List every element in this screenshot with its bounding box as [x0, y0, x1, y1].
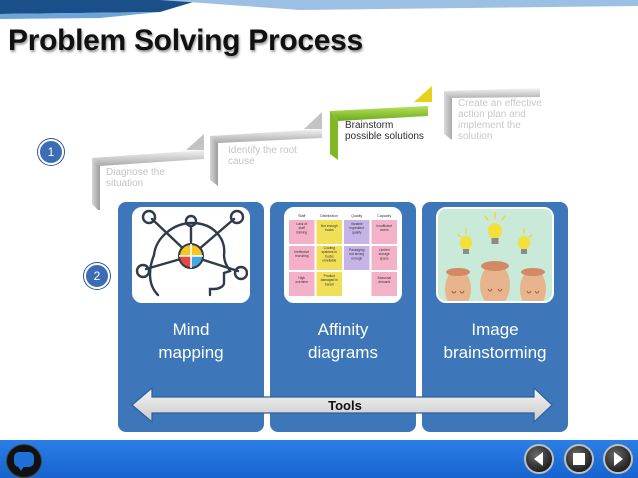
step-2-label: Identify the root cause: [228, 145, 297, 167]
affinity-note-text: Cooling: [324, 246, 335, 250]
affinity-note-text: training: [296, 230, 307, 234]
affinity-note-text: Limited: [379, 248, 390, 252]
arrow-left-icon[interactable]: [524, 444, 554, 474]
affinity-note-text: High: [298, 276, 305, 280]
affinity-note-text: demand: [378, 280, 390, 284]
tool-card-mind-mapping: Mind mapping: [118, 202, 264, 432]
card-label-mind-mapping: Mind mapping: [158, 320, 224, 362]
affinity-note-text: unreliable: [322, 259, 336, 263]
top-decorative-band: [0, 0, 638, 22]
affinity-note-text: staff: [299, 226, 305, 230]
affinity-note-text: transit: [325, 282, 334, 286]
affinity-note-text: systems in: [321, 250, 337, 254]
affinity-note: [289, 272, 315, 296]
affinity-note-text: Not enough: [321, 224, 338, 228]
affinity-note: [289, 220, 315, 244]
chat-bubble-icon[interactable]: [6, 444, 42, 478]
affinity-note-text: damaged in: [321, 278, 338, 282]
affinity-note-text: quality: [352, 230, 362, 234]
affinity-note-text: enough: [351, 256, 362, 260]
affinity-note-text: ovens: [380, 228, 389, 232]
affinity-note-text: trucks: [325, 228, 334, 232]
steps-staircase: [92, 86, 540, 210]
card-label-image-brainstorming: Image brainstorming: [443, 320, 547, 362]
affinity-header: Quality: [351, 214, 362, 218]
affinity-note: [371, 220, 397, 244]
affinity-note-text: not strong: [349, 252, 364, 256]
affinity-note-text: recruiting: [295, 254, 309, 258]
affinity-note-text: ingredient: [350, 226, 365, 230]
mind-map-image: [132, 207, 250, 303]
stop-icon[interactable]: [564, 444, 594, 474]
affinity-note: [344, 220, 370, 244]
affinity-note: [371, 246, 397, 270]
page-title: Problem Solving Process: [8, 24, 363, 57]
affinity-note-text: Product: [324, 274, 335, 278]
affinity-note-text: storage: [379, 252, 390, 256]
step-badge-2: 2: [84, 263, 110, 289]
tool-card-image-brainstorming: Image brainstorming: [422, 202, 568, 432]
affinity-note: [344, 246, 370, 270]
affinity-note: [316, 272, 342, 296]
affinity-note-text: Seasonal: [377, 276, 391, 280]
affinity-note-text: Ineffective: [294, 250, 309, 254]
affinity-note-text: Packaging: [349, 248, 365, 252]
card-label-affinity-diagrams: Affinity diagrams: [308, 320, 378, 362]
image-brainstorming-image: [436, 207, 554, 303]
affinity-note: [344, 272, 370, 296]
step-1-shape: [92, 134, 204, 210]
affinity-note-text: trucks: [325, 254, 334, 258]
step-3-shape: [330, 86, 432, 160]
affinity-note-text: Lack of: [296, 222, 307, 226]
arrow-right-icon[interactable]: [603, 444, 633, 474]
step-2-shape: [210, 112, 322, 186]
affinity-note: [316, 220, 342, 244]
step-4-shape: [444, 88, 540, 140]
step-3-label: Brainstorm possible solutions: [345, 120, 424, 142]
affinity-note-text: Variable: [351, 222, 363, 226]
affinity-header: Distribution: [320, 214, 338, 218]
affinity-header: Staff: [298, 214, 305, 218]
affinity-note: [289, 246, 315, 270]
affinity-header: Capacity: [377, 214, 391, 218]
tools-label: Tools: [328, 398, 362, 413]
affinity-note-text: overtime: [295, 280, 308, 284]
affinity-note: [316, 246, 342, 270]
step-badge-1: 1: [38, 139, 64, 165]
step-1-label: Diagnose the situation: [106, 167, 165, 189]
affinity-note-text: Insufficient: [376, 224, 392, 228]
affinity-note-text: space: [380, 256, 389, 260]
affinity-note: [371, 272, 397, 296]
step-4-label: Create an effective action plan and impl…: [458, 98, 542, 142]
